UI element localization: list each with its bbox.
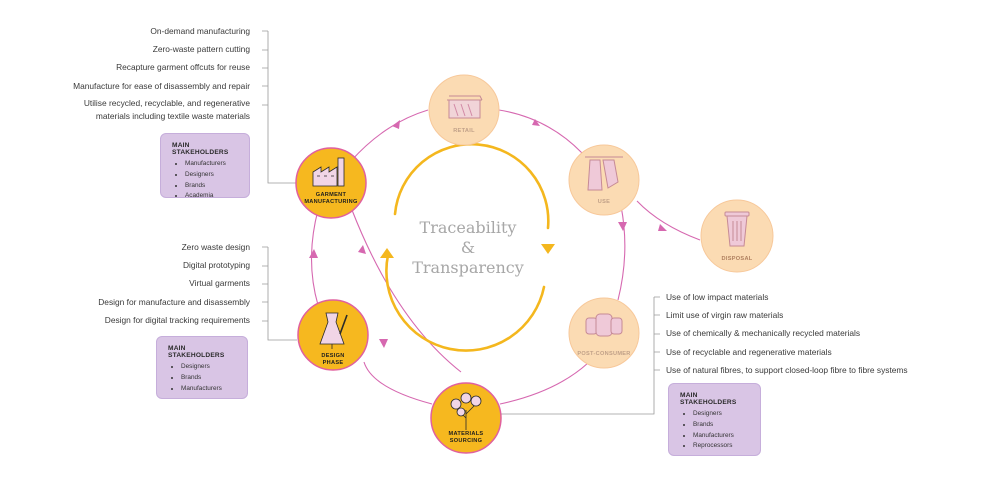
garment-manufacturing-label-line1: GARMENT <box>315 192 347 198</box>
center-title-line3: Transparency <box>412 258 524 277</box>
list-item: Limit use of virgin raw materials <box>666 310 784 321</box>
manufacturing-practices-list: On-demand manufacturing Zero-waste patte… <box>73 22 250 123</box>
stakeholder-item: Academia <box>185 191 239 202</box>
design-phase-label: DESIGN PHASE <box>293 353 373 367</box>
stakeholder-item: Manufacturers <box>693 431 750 442</box>
list-item: Zero waste design <box>181 242 250 252</box>
materials-sourcing-label-line2: SOURCING <box>449 438 483 444</box>
cycle-arrowheads <box>309 119 667 348</box>
stakeholders-list: Manufacturers Designers Brands Academia <box>172 159 239 202</box>
list-item: Utilise recycled, recyclable, and regene… <box>83 97 250 108</box>
use-label: USE <box>564 199 644 206</box>
stakeholder-item: Designers <box>185 170 239 181</box>
node-garment-manufacturing <box>295 147 367 219</box>
retail-label-text: RETAIL <box>453 128 475 134</box>
materials-sourcing-label-line1: MATERIALS <box>448 431 484 437</box>
stakeholders-list: Designers Brands Manufacturers Reprocess… <box>680 409 750 452</box>
node-use <box>568 144 640 216</box>
node-post-consumer <box>568 297 640 369</box>
store-icon <box>447 95 483 119</box>
node-design-phase <box>297 299 369 371</box>
list-item: Use of chemically & mechanically recycle… <box>666 328 861 339</box>
list-item: Zero-waste pattern cutting <box>152 44 250 55</box>
post-consumer-label-text: POST-CONSUMER <box>577 351 631 357</box>
design-practices-list: Zero waste design Digital prototyping Vi… <box>98 238 250 329</box>
list-item: Design for manufacture and disassembly <box>98 296 250 307</box>
leader-lines <box>262 30 660 415</box>
stakeholders-title: MAIN STAKEHOLDERS <box>172 142 229 156</box>
cotton-plant-icon <box>450 392 482 430</box>
disposal-label-text: DISPOSAL <box>721 256 753 262</box>
list-item: Manufacture for ease of disassembly and … <box>73 80 250 91</box>
list-item: Design for digital tracking requirements <box>104 314 250 325</box>
list-item: Use of low impact materials <box>666 292 769 302</box>
disposal-label: DISPOSAL <box>697 256 777 263</box>
stakeholders-list: Designers Brands Manufacturers <box>168 362 237 394</box>
design-stakeholders-box: MAIN STAKEHOLDERS Designers Brands Manuf… <box>156 336 248 399</box>
stakeholder-item: Reprocessors <box>693 441 750 452</box>
list-item: Digital prototyping <box>182 260 250 271</box>
stakeholder-item: Brands <box>693 420 750 431</box>
manufacturing-stakeholders-box: MAIN STAKEHOLDERS Manufacturers Designer… <box>160 133 250 199</box>
stakeholder-item: Manufacturers <box>185 159 239 170</box>
garment-manufacturing-label: GARMENT MANUFACTURING <box>291 192 371 206</box>
list-item: On-demand manufacturing <box>150 26 250 36</box>
stakeholder-item: Brands <box>181 373 237 384</box>
retail-label: RETAIL <box>424 128 504 135</box>
center-title-line2: & <box>460 238 476 257</box>
center-arrowhead-right <box>541 244 555 254</box>
stakeholders-title: MAIN STAKEHOLDERS <box>680 392 737 406</box>
node-retail <box>428 74 500 146</box>
materials-sourcing-label: MATERIALS SOURCING <box>426 431 506 445</box>
materials-stakeholders-box: MAIN STAKEHOLDERS Designers Brands Manuf… <box>668 383 761 456</box>
stakeholder-item: Designers <box>693 409 750 420</box>
garment-manufacturing-label-line2: MANUFACTURING <box>304 199 358 205</box>
post-consumer-label: POST-CONSUMER <box>564 351 644 358</box>
list-item: Virtual garments <box>189 278 250 289</box>
clothing-rack-icon <box>585 156 623 191</box>
center-title-line1: Traceability <box>419 218 517 237</box>
dress-form-icon <box>319 312 348 349</box>
design-phase-label-line2: PHASE <box>322 360 344 366</box>
list-item: Recapture garment offcuts for reuse <box>116 62 250 73</box>
design-phase-label-line1: DESIGN <box>321 353 345 359</box>
factory-icon <box>312 157 345 187</box>
list-item: materials including textile waste materi… <box>95 110 250 121</box>
stakeholder-item: Brands <box>185 181 239 192</box>
center-arrowhead-left <box>380 248 394 258</box>
materials-practices-list: Use of low impact materials Limit use of… <box>666 288 908 379</box>
list-item: Use of recyclable and regenerative mater… <box>666 346 832 357</box>
center-arrows <box>385 142 550 352</box>
cycle-ring <box>310 109 701 405</box>
recycling-bags-icon <box>585 313 623 337</box>
stakeholder-item: Manufacturers <box>181 384 237 395</box>
node-materials-sourcing <box>430 382 502 454</box>
center-title: Traceability & Transparency <box>398 218 538 278</box>
node-disposal <box>700 199 774 273</box>
use-label-text: USE <box>597 199 611 205</box>
list-item: Use of natural fibres, to support closed… <box>666 364 908 375</box>
trash-bin-icon <box>724 211 750 247</box>
stakeholder-item: Designers <box>181 362 237 373</box>
stakeholders-title: MAIN STAKEHOLDERS <box>168 345 225 359</box>
